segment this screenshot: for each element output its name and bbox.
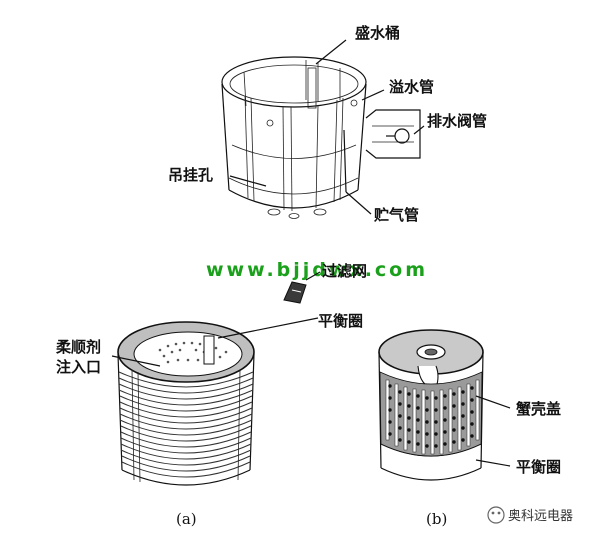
leader-balance-ring-a: [217, 317, 319, 339]
leader-hanging-hole: [229, 175, 267, 187]
label-balance-ring-a: 平衡圈: [318, 312, 363, 330]
label-overflow-pipe: 溢水管: [389, 78, 434, 96]
label-balance-ring-b: 平衡圈: [516, 458, 561, 476]
leader-filter: [305, 271, 321, 281]
inner-drum-a-illustration: [117, 321, 255, 486]
caption-a: (a): [176, 510, 197, 528]
brand-logo: [487, 506, 505, 524]
leader-shell-cover: [475, 395, 511, 409]
leader-outer-tub: [315, 39, 347, 65]
label-air-pipe: 贮气管: [373, 206, 419, 224]
caption-b: (b): [426, 510, 447, 528]
label-filter: 过滤网: [322, 262, 367, 280]
inner-drum-b-illustration: [378, 329, 484, 481]
brand-icon: [487, 506, 505, 524]
watermark-text: www.bjjdwx.com: [206, 259, 428, 281]
label-drain-valve-pipe: 排水阀管: [427, 112, 487, 130]
label-outer-tub: 盛水桶: [355, 24, 400, 42]
filter-illustration: [283, 281, 307, 304]
leader-air-pipe: [345, 191, 372, 215]
label-hanging-hole: 吊挂孔: [168, 166, 213, 184]
label-shell-cover: 蟹壳盖: [516, 400, 561, 418]
label-softener-inlet-line2: 注入口: [56, 358, 101, 376]
leader-overflow-pipe: [361, 89, 385, 101]
brand-text: 奥科远电器: [508, 509, 573, 524]
leader-balance-ring-b: [475, 459, 511, 467]
leader-drain-valve-pipe: [413, 125, 425, 135]
leader-softener-inlet: [111, 355, 161, 367]
label-softener-inlet-line1: 柔顺剂: [56, 338, 101, 356]
outer-tub-illustration: [221, 56, 421, 219]
